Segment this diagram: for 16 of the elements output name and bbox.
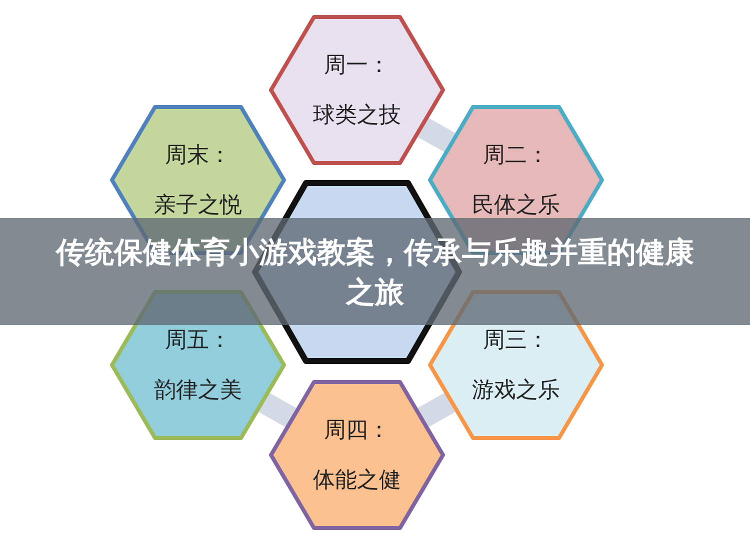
theme-label: 民体之乐 [472, 192, 560, 220]
connector-band [418, 392, 456, 428]
connector-band [258, 392, 296, 428]
theme-label: 游戏之乐 [472, 377, 560, 405]
day-label: 周五： [165, 327, 231, 355]
connector-band [418, 118, 456, 152]
day-label: 周四： [324, 417, 390, 445]
theme-label: 亲子之悦 [154, 192, 242, 220]
day-label: 周一： [324, 52, 390, 80]
day-label: 周二： [483, 142, 549, 170]
day-label: 周三： [483, 327, 549, 355]
theme-label: 体能之健 [313, 467, 401, 495]
theme-label: 球类之技 [313, 102, 401, 130]
theme-label: 韵律之美 [154, 377, 242, 405]
day-label: 周末： [165, 142, 231, 170]
title: 传统保健体育小游戏教案，传承与乐趣并重的健康之旅 [54, 234, 695, 310]
